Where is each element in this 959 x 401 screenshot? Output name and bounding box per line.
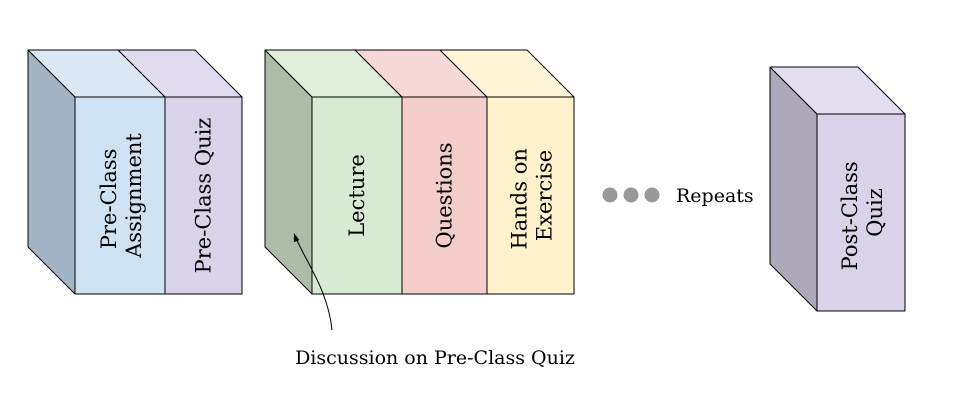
hands-on-exercise-block [486, 96, 575, 295]
arrowhead-icon [293, 233, 300, 243]
post-class-quiz-block [816, 113, 906, 312]
annotation-arrow [295, 237, 333, 331]
post-class-quiz-label-line-1: Post-Class [838, 161, 862, 270]
pre-class-group: Pre-Class Assignment Pre-Class Quiz [27, 49, 243, 295]
post-class-group: Post-Class Quiz [769, 66, 906, 312]
repeat-dot-icon [644, 187, 660, 203]
pre-class-quiz-block [164, 96, 243, 295]
hands-on-exercise-label-line-1: Hands on [508, 148, 532, 249]
hands-on-exercise-label: Hands on Exercise [508, 141, 557, 249]
repeat-dot-icon [623, 187, 639, 203]
pre-class-assignment-label-line-2: Assignment [122, 133, 146, 259]
repeat-dot-icon [602, 187, 618, 203]
discussion-annotation: Discussion on Pre-Class Quiz [293, 233, 575, 369]
hands-on-exercise-label-line-2: Exercise [533, 150, 557, 241]
post-class-quiz-label: Post-Class Quiz [838, 155, 887, 271]
pre-class-assignment-label: Pre-Class Assignment [97, 133, 146, 259]
questions-label-line-1: Questions [433, 142, 457, 248]
pre-class-assignment-label-line-1: Pre-Class [97, 149, 121, 250]
repeats-label: Repeats [676, 185, 754, 207]
discussion-label: Discussion on Pre-Class Quiz [295, 347, 575, 369]
lecture-label: Lecture [345, 154, 369, 237]
lecture-block [311, 96, 403, 295]
post-class-quiz-label-line-2: Quiz [863, 188, 887, 237]
in-class-group: Lecture Questions Hands on Exercise [264, 49, 575, 295]
questions-label: Questions [433, 142, 457, 248]
pre-class-quiz-label-line-1: Pre-Class Quiz [192, 118, 216, 274]
questions-block [401, 96, 488, 295]
repeats-indicator: Repeats [602, 185, 754, 207]
pre-class-quiz-label: Pre-Class Quiz [192, 118, 216, 274]
lecture-label-line-1: Lecture [345, 154, 369, 237]
